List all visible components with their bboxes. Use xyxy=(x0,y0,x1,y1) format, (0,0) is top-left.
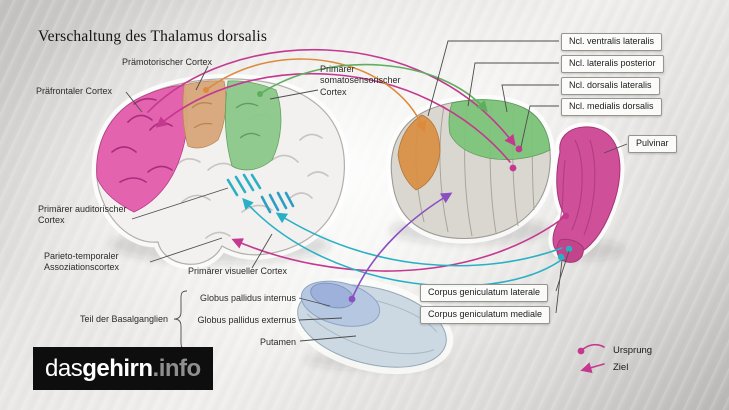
label-putamen: Putamen xyxy=(259,337,296,347)
medialis-dot xyxy=(515,145,523,153)
visual-hatch-region xyxy=(260,191,295,214)
thalamus-illustration xyxy=(386,94,556,244)
connection-lines xyxy=(147,49,570,303)
connection-prefrontal-to-medialis xyxy=(147,49,516,147)
basal-ganglia-illustration xyxy=(290,277,454,375)
label-prefrontal-cortex: Präfrontaler Cortex xyxy=(36,86,113,96)
premotor-region xyxy=(182,80,227,149)
premotor-gyri xyxy=(191,102,213,129)
premotor-origin-dot xyxy=(203,87,209,93)
somatosensory-region xyxy=(224,80,282,171)
label-ncl-medialis-dorsalis: Ncl. medialis dorsalis xyxy=(561,98,662,116)
lgn-dot xyxy=(565,245,573,253)
connection-lgn-to-visual xyxy=(275,212,563,267)
basal-ganglia-bracket xyxy=(173,290,188,350)
brain-illustration xyxy=(91,73,350,270)
thalamus-green-region xyxy=(448,99,551,160)
label-lines xyxy=(125,40,628,350)
logo-info: .info xyxy=(152,354,202,382)
connection-pulvinar-to-parietal xyxy=(231,215,567,272)
label-ncl-dorsalis-lateralis: Ncl. dorsalis lateralis xyxy=(561,77,660,95)
label-visual-cortex: Primärer visueller Cortex xyxy=(188,266,288,276)
pallidus-origin-dot xyxy=(348,295,356,303)
connection-somatosensory-to-thalamus xyxy=(259,63,488,113)
connection-pallidus-to-thalamus xyxy=(351,192,453,300)
label-premotor-cortex: Prämotorischer Cortex xyxy=(121,57,212,67)
label-auditory-cortex: Primärer auditorischer Cortex xyxy=(38,204,127,226)
legend-origin-label: Ursprung xyxy=(613,345,653,356)
label-basal-ganglia-group: Teil der Basalganglien xyxy=(79,314,168,324)
label-pulvinar: Pulvinar xyxy=(628,135,677,153)
connection-premotor-to-ventralis xyxy=(205,58,427,133)
pulvinar-illustration xyxy=(548,122,625,263)
label-corpus-geniculatum-mediale: Corpus geniculatum mediale xyxy=(420,306,551,324)
label-corpus-geniculatum-laterale: Corpus geniculatum laterale xyxy=(420,284,549,302)
pulvinar-origin-dot xyxy=(562,212,570,220)
origin-legend-line xyxy=(580,343,605,352)
connection-medialis-to-prefrontal xyxy=(155,72,511,163)
logo-gehirn: gehirn xyxy=(82,354,153,382)
pulvinar-streaks xyxy=(559,139,596,236)
auditory-hatch-region xyxy=(226,173,262,197)
medialis-dot-2 xyxy=(509,164,517,172)
logo-das: das xyxy=(45,354,83,382)
thalamus-orange-region xyxy=(397,114,441,191)
origin-legend-dot xyxy=(577,347,585,355)
somatosensory-gyri xyxy=(235,102,261,139)
label-globus-pallidus-internus: Globus pallidus internus xyxy=(199,293,296,303)
legend-target-label: Ziel xyxy=(613,362,629,373)
label-parieto-temporal-cortex: Parieto-temporaler Assoziationscortex xyxy=(44,251,120,273)
label-globus-pallidus-externus: Globus pallidus externus xyxy=(197,315,296,325)
somatosensory-origin-dot xyxy=(257,91,263,97)
label-ncl-lateralis-posterior: Ncl. lateralis posterior xyxy=(561,55,664,73)
label-somatosensory-cortex: Primärer somatosensorischer Cortex xyxy=(320,64,401,97)
prefrontal-gyri xyxy=(111,97,173,183)
target-legend-arrow xyxy=(580,362,605,374)
label-ncl-ventralis-lateralis: Ncl. ventralis lateralis xyxy=(561,33,663,51)
page-title: Verschaltung des Thalamus dorsalis xyxy=(38,28,268,45)
connection-mgn-to-auditory xyxy=(242,197,565,287)
legend-icons xyxy=(577,343,605,374)
